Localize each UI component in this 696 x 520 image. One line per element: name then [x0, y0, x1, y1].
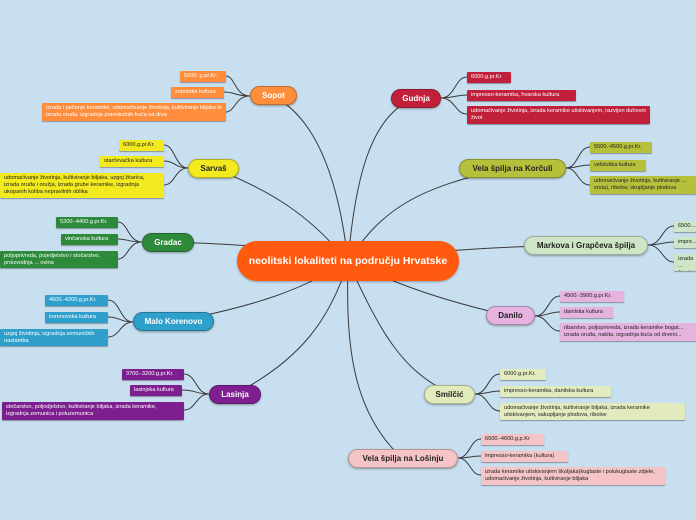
- topic-label: Sopot: [262, 91, 285, 100]
- leaf-gradac-culture[interactable]: vinčanska kultura: [61, 234, 118, 245]
- leaf-lasinja-date[interactable]: 3700.-3200.g.pr.Kr.: [122, 369, 184, 380]
- topic-label: Markova i Grapčeva špilja: [536, 241, 636, 250]
- leaf-danilo-description[interactable]: ribarstvo, poljoprivreda, izrada keramik…: [560, 323, 696, 341]
- central-topic-label: neolitski lokaliteti na području Hrvatsk…: [248, 254, 448, 267]
- leaf-gudnja-date[interactable]: 6000.g.pr.Kr: [467, 72, 511, 83]
- leaf-malo-korenovo-culture[interactable]: korenovska kultura: [45, 312, 108, 323]
- leaf-smilcic-description[interactable]: udomaćivanje životinja, kultiviranje bil…: [500, 403, 685, 420]
- topic-sopot[interactable]: Sopot: [250, 86, 297, 105]
- leaf-sopot-description[interactable]: izrada i pečenje keramike, udomaćivanje …: [42, 103, 226, 121]
- leaf-korcula-description[interactable]: udomaćivanje životinja, kultiviranje ...…: [590, 176, 696, 194]
- leaf-markova-culture[interactable]: impre...: [674, 237, 696, 248]
- topic-label: Malo Korenovo: [144, 317, 203, 326]
- leaf-sopot-culture[interactable]: sopotska kultura: [171, 87, 224, 98]
- topic-label: Sarvaš: [200, 164, 227, 173]
- leaf-malo-korenovo-date[interactable]: 4600.-4200.g.pr.Kr.: [45, 295, 108, 306]
- topic-smilcic[interactable]: Smilčić: [424, 385, 475, 404]
- leaf-malo-korenovo-description[interactable]: uzgoj životinja, izgradnja zemunićkih na…: [0, 329, 108, 346]
- leaf-gradac-date[interactable]: 5300.-4400.g.pr.Kr.: [56, 217, 118, 228]
- topic-label: Gudnja: [402, 94, 430, 103]
- topic-label: Gradac: [154, 238, 182, 247]
- leaf-gudnja-description[interactable]: udomaćivanje životinja, izrada keramike …: [467, 106, 650, 124]
- topic-gradac[interactable]: Gradac: [142, 233, 194, 252]
- leaf-losinj-description[interactable]: izrada keramike utiskivanjem školjaka(ku…: [481, 467, 665, 485]
- topic-markova-grapceva[interactable]: Markova i Grapčeva špilja: [524, 236, 648, 255]
- topic-label: Vela špilja na Lošinju: [362, 454, 444, 463]
- leaf-gradac-description[interactable]: poljoprivreda, pojedjelstvo i stočarstvo…: [0, 251, 118, 268]
- leaf-losinj-culture[interactable]: impresso-keramika (kultura): [481, 451, 568, 462]
- leaf-gudnja-culture[interactable]: impresso-keramika, hvarska kultura: [467, 90, 576, 101]
- topic-gudnja[interactable]: Gudnja: [391, 89, 441, 108]
- central-topic[interactable]: neolitski lokaliteti na području Hrvatsk…: [237, 241, 459, 281]
- topic-vela-spilja-korcula[interactable]: Vela špilja na Korčuli: [459, 159, 566, 178]
- leaf-markova-description[interactable]: izrada ... životi...: [674, 254, 696, 271]
- topic-malo-korenovo[interactable]: Malo Korenovo: [133, 312, 214, 331]
- leaf-smilcic-date[interactable]: 6000.g.pr.Kr.: [500, 369, 546, 380]
- leaf-danilo-date[interactable]: 4500.-3900.g.pr.Kr.: [560, 291, 624, 302]
- leaf-markova-date[interactable]: 6500....: [674, 221, 696, 232]
- topic-sarvas[interactable]: Sarvaš: [188, 159, 239, 178]
- leaf-sarvas-date[interactable]: 6000.g.pr.Kr.: [119, 140, 164, 151]
- leaf-smilcic-culture[interactable]: impresso-keramika, danilska kultura: [500, 386, 611, 397]
- leaf-korcula-culture[interactable]: veloluška kultura: [590, 160, 646, 171]
- leaf-sarvas-description[interactable]: udomaćivanje životinja, kultiviranje bil…: [0, 173, 164, 198]
- topic-label: Lasinja: [221, 390, 249, 399]
- leaf-korcula-date[interactable]: 5500.-4500.g.pr.Kr.: [590, 142, 652, 153]
- topic-label: Vela špilja na Korčuli: [472, 164, 553, 173]
- topic-lasinja[interactable]: Lasinja: [209, 385, 261, 404]
- leaf-sarvas-culture[interactable]: starčevačka kultura: [100, 156, 164, 167]
- topic-label: Smilčić: [435, 390, 464, 399]
- leaf-sopot-date[interactable]: 5000. g.pr.Kr.: [180, 71, 226, 82]
- topic-label: Danilo: [498, 311, 523, 320]
- leaf-danilo-culture[interactable]: danilska kultura: [560, 307, 613, 318]
- topic-danilo[interactable]: Danilo: [486, 306, 535, 325]
- leaf-losinj-date[interactable]: 6500.-4600.g.p.Kr: [481, 434, 544, 445]
- topic-vela-spilja-losinj[interactable]: Vela špilja na Lošinju: [348, 449, 458, 468]
- leaf-lasinja-culture[interactable]: lasinjska kultura: [130, 385, 182, 396]
- leaf-lasinja-description[interactable]: stočarstvo, poljodjelstvo, kultiviranje …: [2, 402, 184, 420]
